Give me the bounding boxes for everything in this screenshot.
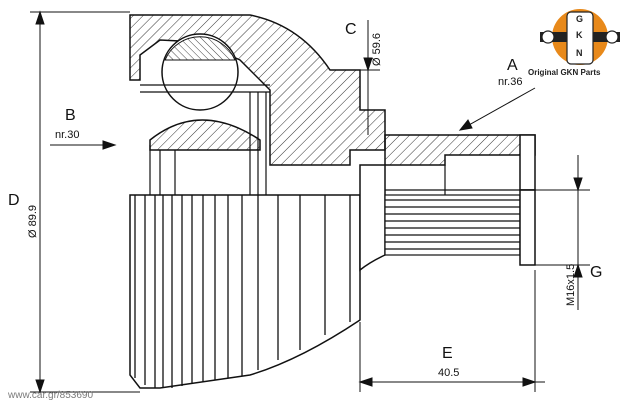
note-A: nr.36 bbox=[498, 76, 523, 88]
bell-ribs bbox=[134, 195, 351, 388]
logo-letter-k: K bbox=[576, 30, 583, 40]
shaft-upper bbox=[384, 134, 536, 166]
label-G: G bbox=[590, 264, 603, 281]
inner-race bbox=[149, 119, 261, 151]
label-A: A bbox=[507, 57, 518, 74]
shoulder bbox=[359, 164, 386, 272]
logo-letter-g: G bbox=[576, 14, 584, 24]
label-B: B bbox=[65, 107, 76, 124]
dim-C: Ø 59.6 bbox=[371, 32, 383, 66]
label-C: C bbox=[345, 21, 357, 38]
dim-E: 40.5 bbox=[438, 367, 460, 379]
dim-G: M16x1.5 bbox=[565, 263, 577, 306]
cage-lines bbox=[140, 84, 270, 195]
label-D: D bbox=[8, 192, 20, 209]
watermark: www.car.gr/853690 bbox=[8, 390, 94, 401]
gkn-logo-emblem bbox=[540, 9, 620, 65]
note-B: nr.30 bbox=[55, 129, 80, 141]
dim-D: Ø 89.9 bbox=[27, 204, 39, 238]
threaded-end bbox=[519, 189, 536, 266]
logo-text: Original GKN Parts bbox=[528, 68, 601, 77]
shaft-end-upper bbox=[519, 134, 536, 191]
label-E: E bbox=[442, 345, 453, 362]
spline-shaft bbox=[384, 194, 521, 256]
dimension-lines bbox=[30, 10, 590, 394]
bell-lower bbox=[129, 194, 361, 389]
logo-letter-n: N bbox=[576, 48, 583, 58]
